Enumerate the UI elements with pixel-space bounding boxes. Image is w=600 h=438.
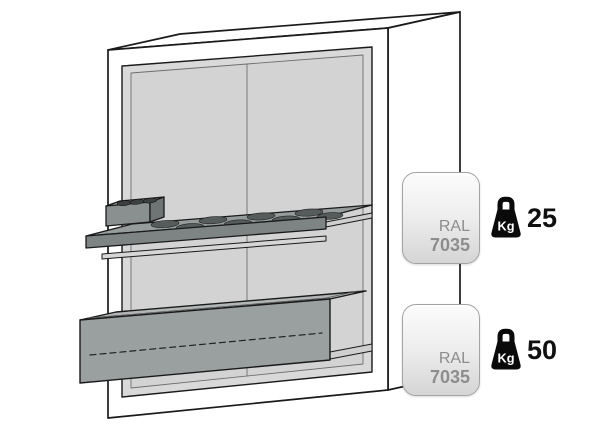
weight-kg-icon: Kg xyxy=(491,328,521,370)
tray-slots xyxy=(116,197,158,206)
weight-body xyxy=(491,341,521,370)
upper-pullout-shelf xyxy=(85,196,373,260)
ral-label: RAL 7035 xyxy=(430,351,470,387)
spec-group-upper-shelf: RAL 7035 Kg 25 xyxy=(402,172,557,264)
sump-dashed-line xyxy=(89,332,323,356)
tray-right-face xyxy=(149,196,165,223)
weight-unit-label: Kg xyxy=(498,219,515,234)
load-rating: Kg 25 xyxy=(489,195,557,241)
ral-7035-badge: RAL 7035 xyxy=(402,304,480,396)
sump-inner-rim-line xyxy=(87,290,359,319)
load-value: 25 xyxy=(527,202,558,233)
ral-label: RAL 7035 xyxy=(430,219,470,255)
ral-prefix: RAL xyxy=(438,218,470,236)
shelf-slide-rail xyxy=(101,235,327,260)
load-value: 50 xyxy=(527,334,558,365)
ral-7035-badge: RAL 7035 xyxy=(402,172,480,264)
spec-group-lower-sump: RAL 7035 Kg 50 xyxy=(402,304,557,396)
load-rating: Kg 50 xyxy=(489,327,557,373)
weight-handle xyxy=(497,328,515,346)
shelf-tray-box xyxy=(105,196,165,227)
ral-code: 7035 xyxy=(429,367,470,388)
ral-prefix: RAL xyxy=(438,350,470,368)
sump-front-face xyxy=(79,298,331,384)
ral-code: 7035 xyxy=(429,235,470,256)
lower-pullout-sump xyxy=(79,290,373,384)
weight-unit-label: Kg xyxy=(498,351,515,366)
weight-kg-icon: Kg xyxy=(491,196,521,238)
shelf-front-edge xyxy=(85,216,327,249)
weight-handle xyxy=(497,196,515,214)
weight-body xyxy=(491,209,521,238)
tray-front-face xyxy=(105,201,151,227)
